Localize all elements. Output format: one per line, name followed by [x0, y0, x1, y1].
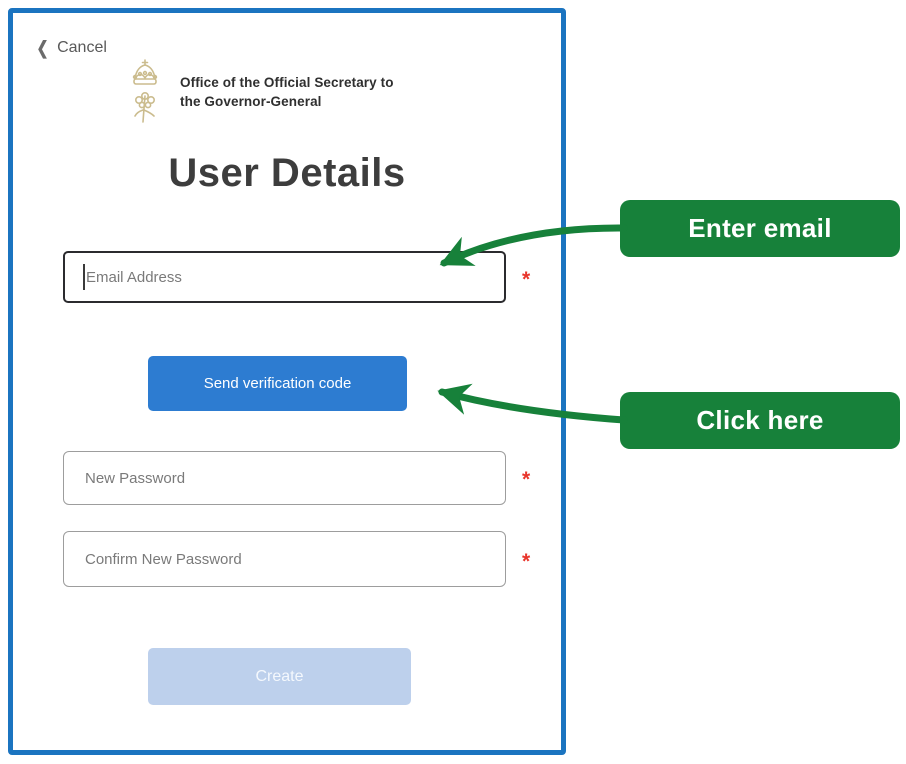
annotation-click-here: Click here — [620, 392, 900, 449]
email-required-marker: * — [522, 268, 531, 291]
annotation-enter-email: Enter email — [620, 200, 900, 257]
chevron-left-icon: ❮ — [36, 38, 49, 58]
cancel-button[interactable]: ❮ Cancel — [35, 39, 107, 57]
send-verification-code-button[interactable]: Send verification code — [148, 356, 407, 411]
email-input[interactable] — [63, 251, 506, 303]
crown-emblem-icon — [132, 59, 158, 123]
confirm-password-input[interactable] — [63, 531, 506, 587]
org-name-line2: the Governor-General — [180, 94, 322, 109]
cancel-label: Cancel — [57, 39, 107, 56]
new-password-input[interactable] — [63, 451, 506, 505]
create-button[interactable]: Create — [148, 648, 411, 705]
confirm-password-required-marker: * — [522, 550, 531, 573]
new-password-required-marker: * — [522, 468, 531, 491]
new-password-field-wrap — [63, 451, 506, 505]
org-name: Office of the Official Secretary to the … — [180, 73, 394, 111]
org-name-line1: Office of the Official Secretary to — [180, 75, 394, 90]
signup-panel: ❮ Cancel Office of the Official Secretar… — [8, 8, 566, 755]
text-cursor — [83, 264, 85, 290]
confirm-password-field-wrap — [63, 531, 506, 587]
email-field-wrap — [63, 251, 506, 303]
page-title: User Details — [168, 151, 406, 195]
org-logo: Office of the Official Secretary to the … — [128, 58, 394, 126]
